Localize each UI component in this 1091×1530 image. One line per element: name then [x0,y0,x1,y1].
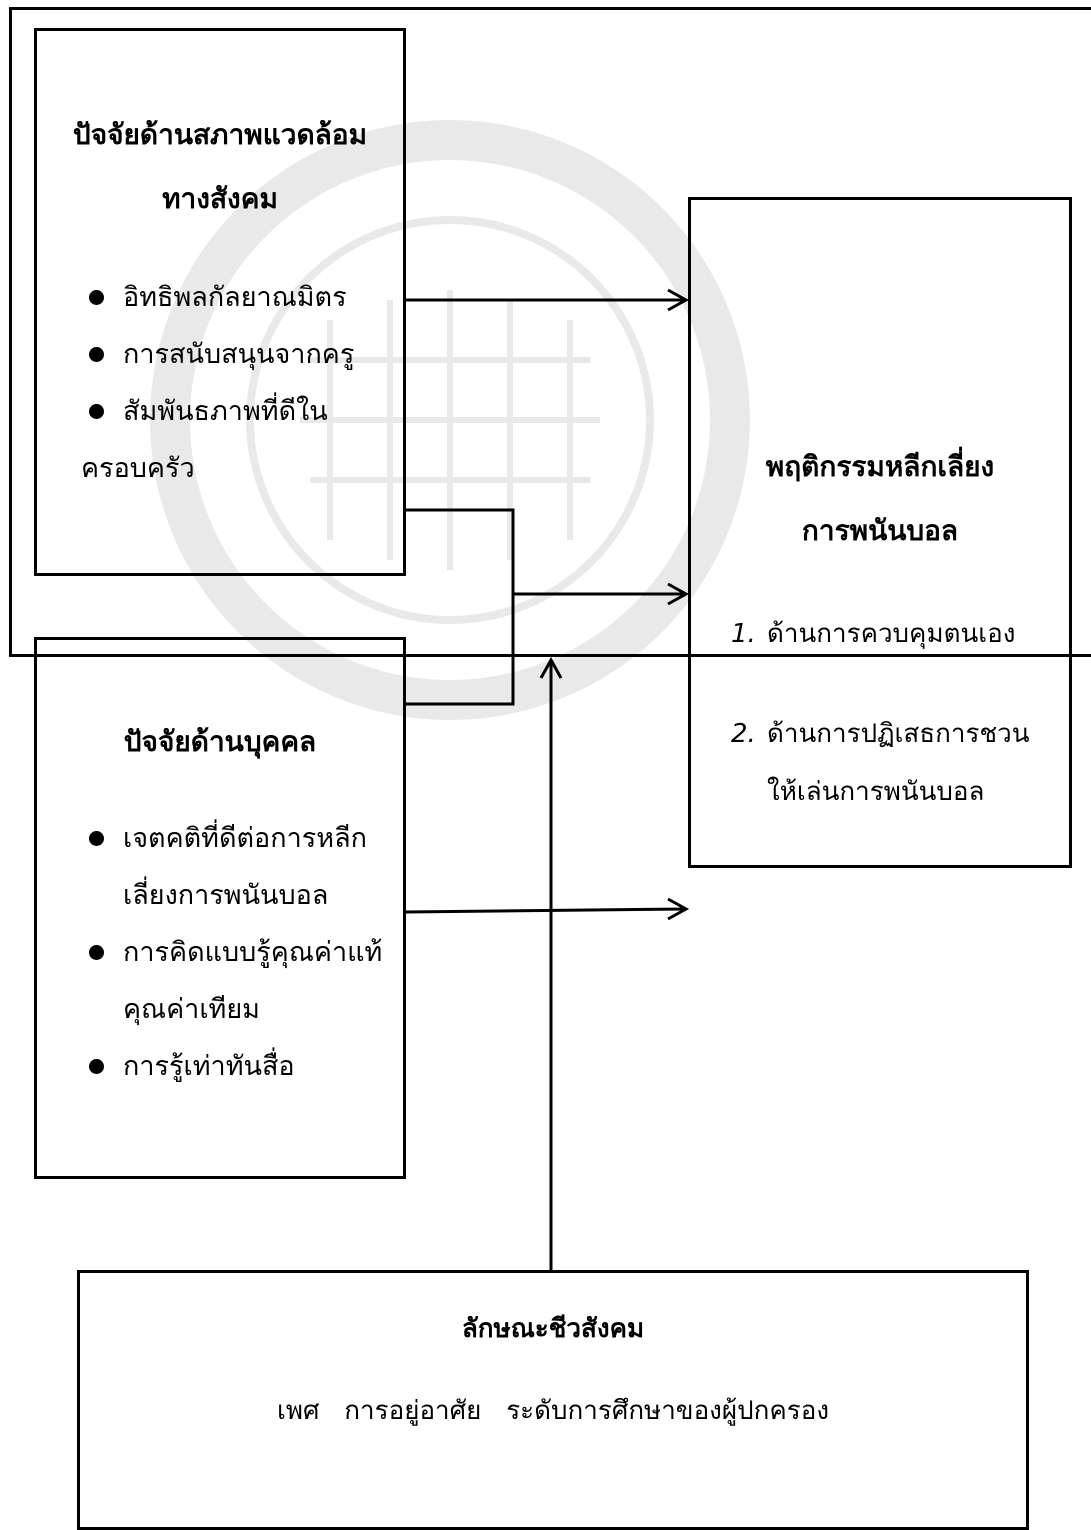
outcome-number: 1. [731,619,756,649]
arrowhead-icon [667,582,690,606]
personal-box-title: ปัจจัยด้านบุคคล [123,725,317,758]
list-item: การสนับสนุนจากครู [79,326,393,383]
list-item: สัมพันธภาพที่ดีใน [79,383,393,440]
social-box-title-line2: ทางสังคม [162,182,278,215]
list-item: อิทธิพลกัลยาณมิตร [79,269,393,326]
list-item: การคิดแบบรู้คุณค่าแท้ [79,924,395,981]
bullet-icon [89,290,104,305]
outcome-number: 2. [731,719,756,749]
list-item: การรู้เท่าทันสื่อ [79,1038,395,1095]
social-box-title-line1: ปัจจัยด้านสภาพแวดล้อม [72,118,368,151]
bullet-icon [89,831,104,846]
outer-frame [9,7,1091,657]
outcome-item: 2. ด้านการปฏิเสธการชวน ให้เล่นการพนันบอล [731,705,1061,821]
arrow-personal-to-outcome [405,907,687,914]
list-item-continuation: ครอบครัว [81,453,195,484]
gambling-avoidance-box: พฤติกรรมหลีกเลี่ยง การพนันบอล 1. ด้านการ… [688,197,1072,868]
social-environment-box: ปัจจัยด้านสภาพแวดล้อม ทางสังคม อิทธิพลกั… [34,28,406,576]
arrowhead-icon [667,288,690,312]
bracket-joint [406,508,515,706]
university-seal-watermark [150,120,750,720]
demographic-title: ลักษณะชีวสังคม [461,1314,645,1344]
bullet-icon [89,404,104,419]
bullet-icon [89,945,104,960]
list-item-continuation: เลี่ยงการพนันบอล [123,880,329,911]
arrowhead-icon [667,897,690,921]
outcome-item: 1. ด้านการควบคุมตนเอง [731,605,1061,663]
personal-factors-box: ปัจจัยด้านบุคคล เจตคติที่ดีต่อการหลีก เล… [34,637,406,1179]
outcome-title-line2: การพนันบอล [801,514,959,547]
list-item-continuation: คุณค่าเทียม [123,994,260,1025]
demographic-items: เพศ การอยู่อาศัย ระดับการศึกษาของผู้ปกคร… [276,1396,830,1426]
list-item: เจตคติที่ดีต่อการหลีก [79,810,395,867]
bullet-icon [89,347,104,362]
arrowhead-icon [539,656,563,679]
bullet-icon [89,1059,104,1074]
outcome-title-line1: พฤติกรรมหลีกเลี่ยง [765,450,995,483]
